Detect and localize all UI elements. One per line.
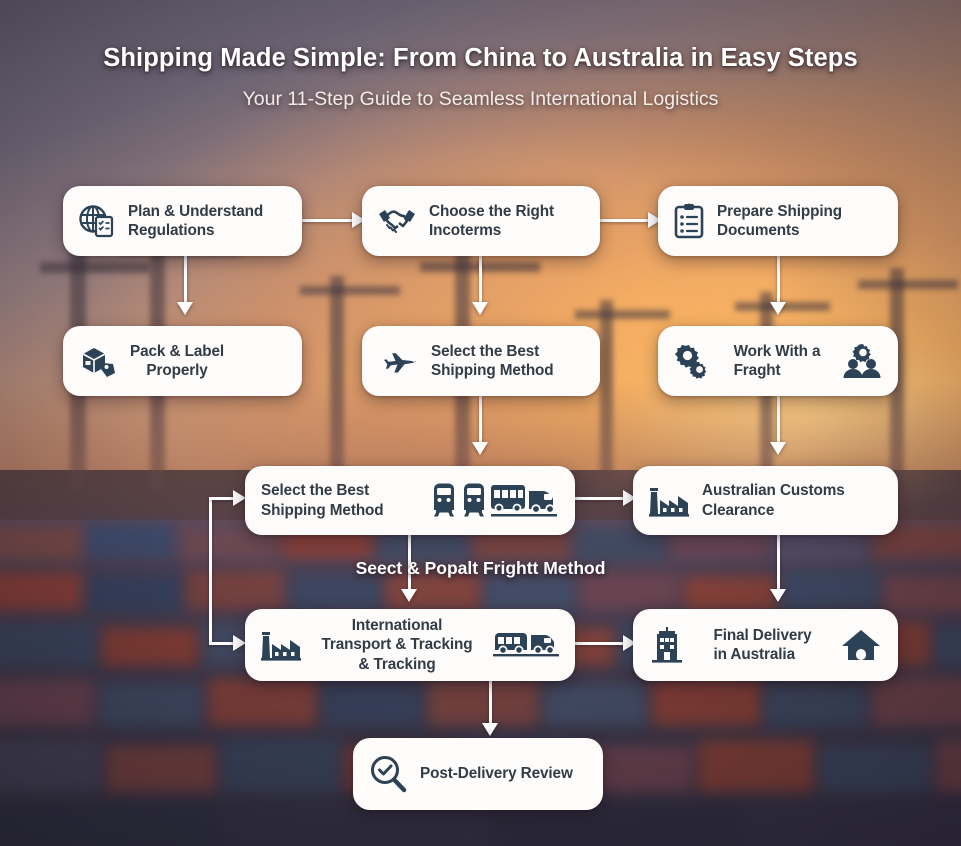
crane-silhouette [575,310,670,319]
package-tag-icon [79,344,117,378]
step-label: International Transport & Tracking & Tra… [321,617,473,673]
connector-multimodal-to-customs [575,497,627,500]
office-building-icon [649,626,685,664]
step-australian-customs-clearance[interactable]: Australian Customs Clearance [633,466,898,535]
arrow-bracket-to-international [233,635,246,651]
step-prepare-shipping-documents[interactable]: Prepare Shipping Documents [658,186,898,256]
step-select-best-shipping-method-air[interactable]: Select the Best Shipping Method [362,326,600,396]
magnifier-check-icon [369,755,407,793]
connector-customs-to-finaldelivery [777,535,780,595]
arrow-documents-to-fraght [770,302,786,315]
step-choose-the-right-incoterms[interactable]: Choose the Right Incoterms [362,186,600,256]
connector-multimodal-to-international [408,535,411,595]
arrow-incoterms-to-airmethod [472,302,488,315]
crane-silhouette [300,286,400,295]
arrow-multimodal-to-customs [623,490,636,506]
connector-left-bracket-vertical [209,497,212,645]
step-work-with-a-fraght[interactable]: Work With a Fraght [658,326,898,396]
step-label: Australian Customs Clearance [702,482,845,519]
arrow-customs-to-finaldelivery [770,589,786,602]
crane-silhouette [40,262,150,273]
step-final-delivery-in-australia[interactable]: Final Delivery in Australia [633,609,898,681]
container-stacks [0,520,961,846]
crane-silhouette [858,280,958,289]
connector-international-to-review [489,681,492,729]
connector-fraght-to-customs [777,396,780,448]
connector-international-to-finaldelivery [575,642,627,645]
step-label: Choose the Right Incoterms [429,202,555,239]
floating-caption: Seect & Popalt Frightt Method [355,558,606,578]
people-gear-icon [842,343,882,379]
handshake-icon [378,206,416,236]
step-pack-and-label-properly[interactable]: Pack & Label Properly [63,326,302,396]
connector-incoterms-to-airmethod [479,256,482,308]
step-international-transport-tracking[interactable]: International Transport & Tracking & Tra… [245,609,575,681]
connector-incoterms-to-documents [600,219,652,222]
step-label: Prepare Shipping Documents [717,202,843,239]
house-icon [840,628,882,662]
van-truck-icon [493,628,559,662]
connector-left-bracket-top [209,497,241,500]
step-post-delivery-review[interactable]: Post-Delivery Review [353,738,603,810]
page-subtitle: Your 11-Step Guide to Seamless Internati… [242,88,719,110]
train-bus-truck-icon [431,481,559,521]
factory-icon [649,484,689,518]
arrow-international-to-review [482,723,498,736]
airplane-icon [378,348,418,374]
connector-documents-to-fraght [777,256,780,308]
connector-left-bracket-bottom [209,642,241,645]
globe-checklist-icon [79,204,115,238]
connector-plan-to-pack [184,256,187,308]
arrow-incoterms-to-documents [648,212,661,228]
step-select-best-shipping-method-multimodal[interactable]: Select the Best Shipping Method [245,466,575,535]
page-title: Shipping Made Simple: From China to Aust… [103,44,858,72]
step-label: Pack & Label Properly [130,342,225,379]
step-label: Work With a Fraght [733,342,821,379]
factory-icon [261,628,301,662]
arrow-plan-to-incoterms [352,212,365,228]
arrow-plan-to-pack [177,302,193,315]
arrow-fraght-to-customs [770,442,786,455]
arrow-international-to-finaldelivery [623,635,636,651]
connector-plan-to-incoterms [302,219,356,222]
connector-airmethod-to-multimodal [479,396,482,448]
step-label: Select the Best Shipping Method [431,342,554,379]
gears-icon [674,343,712,379]
step-label: Select the Best Shipping Method [261,482,384,519]
step-label: Post-Delivery Review [420,765,573,783]
step-plan-understand-regulations[interactable]: Plan & Understand Regulations [63,186,302,256]
step-label: Final Delivery in Australia [713,626,812,663]
arrow-bracket-to-multimodal [233,490,246,506]
arrow-multimodal-to-international [401,589,417,602]
clipboard-icon [674,203,704,239]
step-label: Plan & Understand Regulations [128,202,264,239]
arrow-airmethod-to-multimodal [472,442,488,455]
